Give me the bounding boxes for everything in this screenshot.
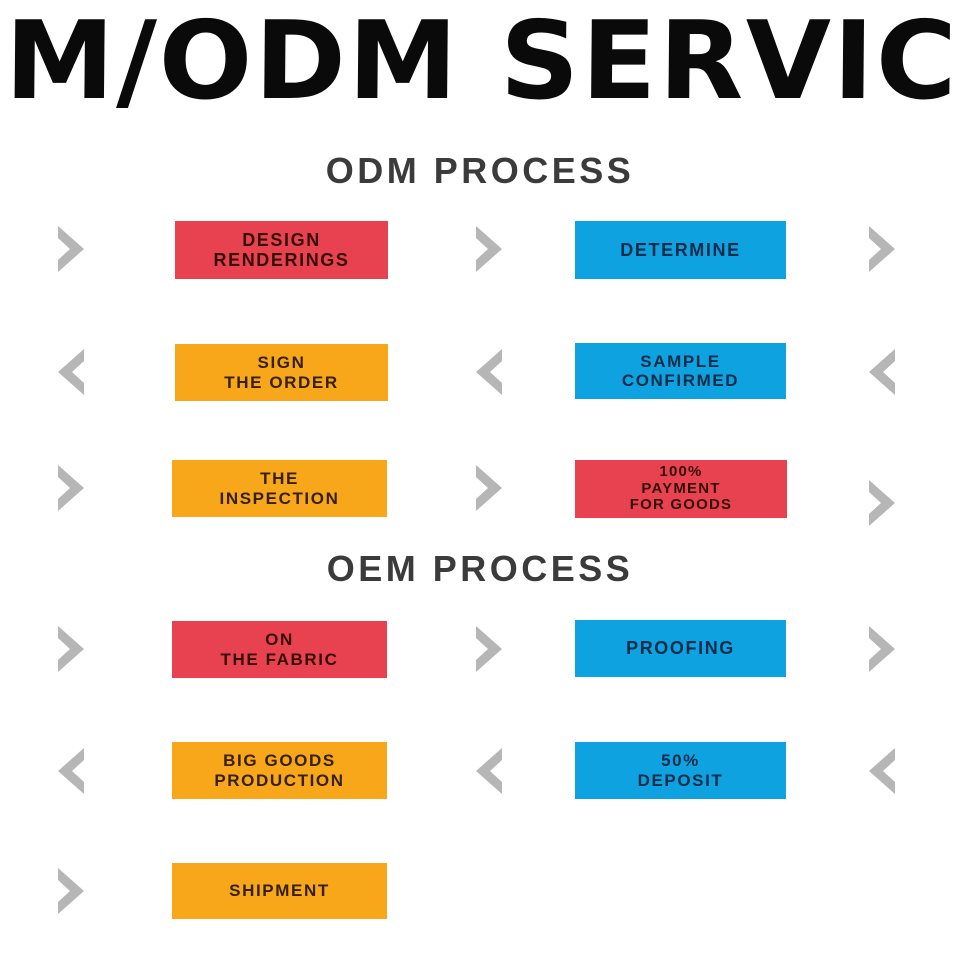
process-box-proofing[interactable]: PROOFING [575, 620, 786, 677]
process-box-50-deposit[interactable]: 50% DEPOSIT [575, 742, 786, 799]
process-box-label: SHIPMENT [229, 881, 330, 901]
banner-title-area: EM/ODM SERVIC [0, 0, 960, 140]
chevron-right-icon-oem-r1-c [859, 622, 905, 676]
chevron-right-icon-odm-r1-b [466, 222, 512, 276]
process-box-shipment[interactable]: SHIPMENT [172, 863, 387, 919]
process-box-label: BIG GOODS PRODUCTION [214, 751, 345, 790]
process-box-the-inspection[interactable]: THE INSPECTION [172, 460, 387, 517]
chevron-right-icon-odm-r1-c [859, 222, 905, 276]
chevron-right-icon-odm-r3-c [859, 476, 905, 530]
section-heading-oem: OEM PROCESS [326, 548, 634, 589]
process-box-label: THE INSPECTION [219, 469, 340, 508]
process-box-label: DETERMINE [620, 239, 741, 260]
chevron-right-icon-oem-r3-a [48, 864, 94, 918]
process-box-big-goods-production[interactable]: BIG GOODS PRODUCTION [172, 742, 387, 799]
page-title: EM/ODM SERVIC [0, 0, 960, 124]
process-box-determine[interactable]: DETERMINE [575, 221, 786, 279]
process-box-on-the-fabric[interactable]: ON THE FABRIC [172, 621, 387, 678]
process-box-label: PROOFING [626, 638, 735, 659]
chevron-right-icon-oem-r1-b [466, 622, 512, 676]
process-box-label: DESIGN RENDERINGS [213, 229, 350, 270]
process-box-label: SIGN THE ORDER [224, 353, 339, 392]
chevron-left-icon-oem-r2-b [466, 744, 512, 798]
process-box-label: ON THE FABRIC [220, 630, 339, 669]
chevron-left-icon-odm-r2-b [466, 345, 512, 399]
chevron-right-icon-odm-r3-a [48, 461, 94, 515]
process-box-sample-confirmed[interactable]: SAMPLE CONFIRMED [575, 343, 786, 399]
chevron-left-icon-oem-r2-c [859, 744, 905, 798]
chevron-right-icon-odm-r3-b [466, 461, 512, 515]
chevron-left-icon-oem-r2-a [48, 744, 94, 798]
chevron-left-icon-odm-r2-a [48, 345, 94, 399]
process-box-sign-the-order[interactable]: SIGN THE ORDER [175, 344, 388, 401]
process-box-label: 100% PAYMENT FOR GOODS [629, 462, 733, 514]
section-heading-odm: ODM PROCESS [325, 150, 635, 191]
chevron-left-icon-odm-r2-c [859, 345, 905, 399]
chevron-right-icon-oem-r1-a [48, 622, 94, 676]
process-box-label: SAMPLE CONFIRMED [621, 351, 740, 390]
chevron-right-icon-odm-r1-a [48, 222, 94, 276]
process-box-100-payment-for-goods[interactable]: 100% PAYMENT FOR GOODS [575, 460, 787, 518]
process-box-design-renderings[interactable]: DESIGN RENDERINGS [175, 221, 388, 279]
process-box-label: 50% DEPOSIT [637, 751, 724, 790]
